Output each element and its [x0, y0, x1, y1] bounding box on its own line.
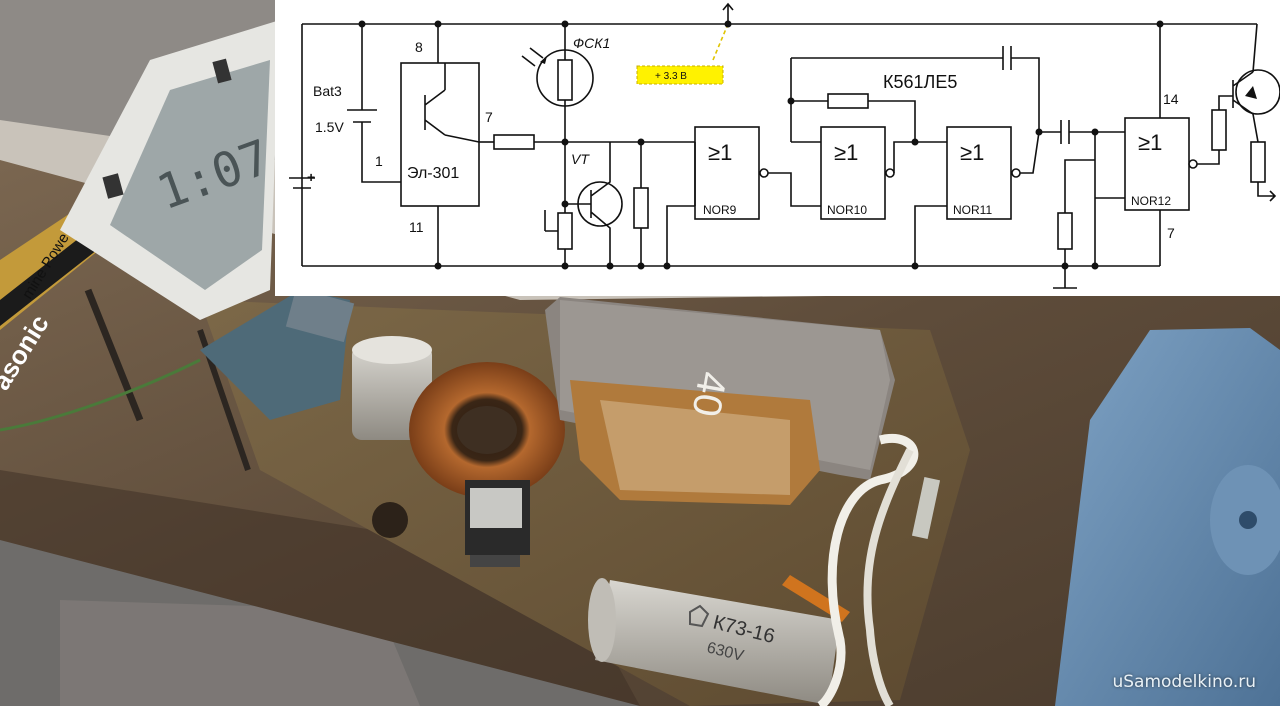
- svg-text:+: +: [307, 169, 315, 185]
- transformer: 40: [545, 297, 895, 505]
- pin-label-1: 1: [375, 153, 383, 169]
- gate-label-nor11: NOR11: [953, 203, 992, 217]
- battery-voltage: 1.5V: [315, 119, 344, 135]
- ic-name: К561ЛЕ5: [883, 72, 957, 92]
- watermark: uSamodelkino.ru: [1112, 672, 1256, 692]
- pin-label-11: 11: [409, 219, 424, 235]
- power-transistor: [465, 480, 530, 567]
- pin-label-7: 7: [485, 109, 493, 125]
- circuit-schematic: Bat3 1.5V + 1 8 7 11 Эл-301 ФСК1 VT + 3.…: [275, 0, 1280, 296]
- battery-label: Bat3: [313, 83, 342, 99]
- toroid-inductor: [409, 362, 565, 498]
- lcd-clock-module: 1:07: [60, 20, 280, 471]
- clock-chip-label: Эл-301: [407, 165, 459, 182]
- gate-symbol: ≥1: [834, 140, 858, 165]
- pin-label-8: 8: [415, 39, 423, 55]
- transistor-label: VT: [571, 151, 590, 167]
- gate-label-nor10: NOR10: [827, 203, 867, 217]
- supply-note: + 3.3 В: [655, 71, 687, 82]
- transformer-mark: 40: [683, 368, 734, 419]
- ic-pin-vdd: 14: [1163, 91, 1179, 107]
- film-capacitor: К73-16 630V: [588, 578, 840, 705]
- photoresistor-label: ФСК1: [573, 35, 610, 51]
- gate-symbol: ≥1: [708, 140, 732, 165]
- gate-symbol: ≥1: [960, 140, 984, 165]
- ic-pin-gnd: 7: [1167, 225, 1175, 241]
- gate-symbol: ≥1: [1138, 130, 1162, 155]
- blue-housing: [1055, 328, 1280, 706]
- gate-label-nor12: NOR12: [1131, 194, 1171, 208]
- gate-label-nor9: NOR9: [703, 203, 737, 217]
